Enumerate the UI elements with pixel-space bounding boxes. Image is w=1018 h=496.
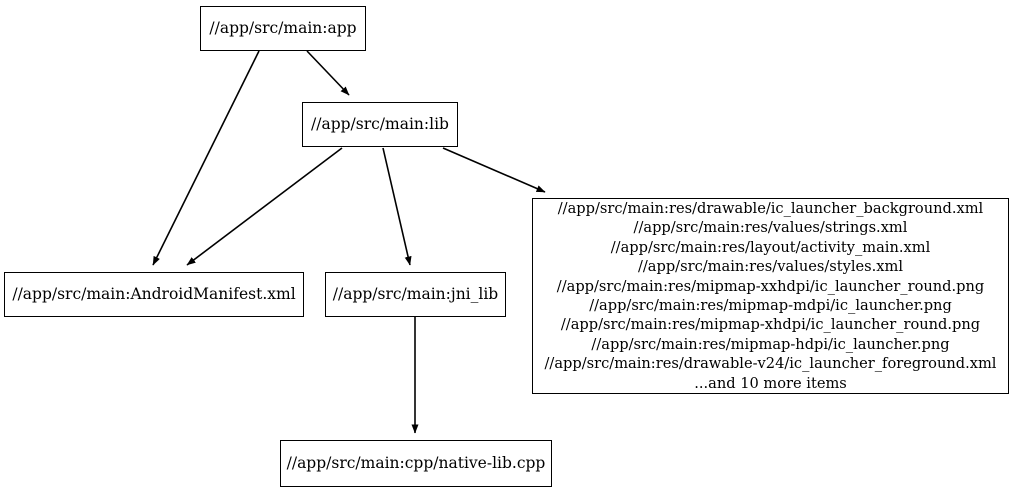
graph-node-lib[interactable]: //app/src/main:lib (302, 102, 458, 147)
graph-node-jni-lib[interactable]: //app/src/main:jni_lib (325, 272, 506, 317)
edge-lib-to-manifest (186, 147, 343, 266)
graph-node-android-manifest[interactable]: //app/src/main:AndroidManifest.xml (4, 272, 304, 317)
graph-node-resources[interactable]: //app/src/main:res/drawable/ic_launcher_… (532, 198, 1009, 394)
graph-node-app-label: //app/src/main:app (209, 18, 357, 37)
graph-node-lib-label: //app/src/main:lib (311, 114, 449, 133)
edge-lib-to-jni-lib (382, 147, 412, 266)
graph-node-native-lib-cpp-label: //app/src/main:cpp/native-lib.cpp (286, 453, 546, 472)
edge-lib-to-resources (442, 147, 546, 193)
graph-node-jni-lib-label: //app/src/main:jni_lib (332, 284, 499, 303)
graph-node-native-lib-cpp[interactable]: //app/src/main:cpp/native-lib.cpp (280, 440, 552, 487)
graph-node-android-manifest-label: //app/src/main:AndroidManifest.xml (12, 284, 296, 303)
graph-node-resources-label: //app/src/main:res/drawable/ic_launcher_… (544, 199, 997, 392)
edge-app-to-lib (306, 50, 350, 96)
edge-app-to-manifest (152, 50, 260, 266)
graph-node-app[interactable]: //app/src/main:app (200, 6, 366, 51)
